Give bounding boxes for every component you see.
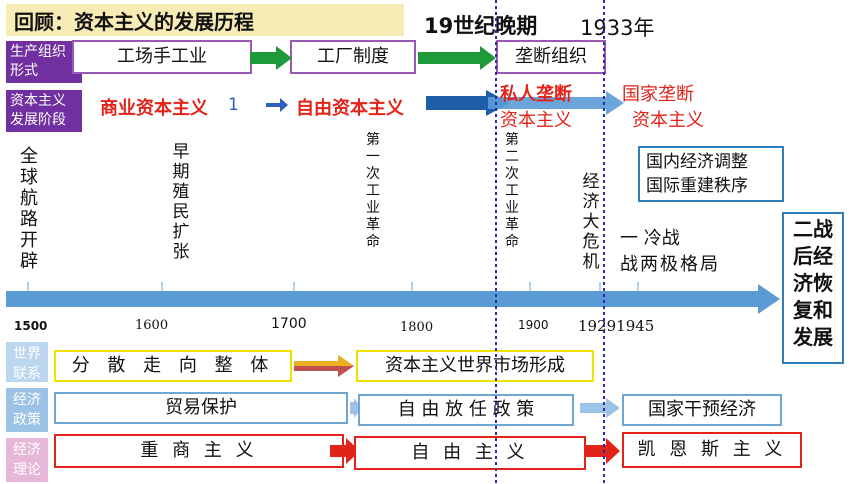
stage-private-monopoly-1: 私人垄断: [500, 84, 572, 105]
adjustment-domestic: 国内经济调整: [646, 152, 748, 172]
adjustment-international: 国际重建秩序: [646, 176, 748, 196]
stage-state-monopoly-1: 国家垄断: [622, 84, 694, 105]
row-label-policy: 经济政策: [6, 388, 48, 432]
world-market: 资本主义世界市场形成: [356, 350, 594, 382]
stage-private-monopoly-2: 资本主义: [500, 110, 572, 131]
year-1500: 1500: [14, 319, 48, 333]
postwar-line-2: 后经: [793, 244, 833, 268]
arrow-green-2: [418, 46, 496, 70]
year-1929-1945: 19291945: [578, 317, 655, 335]
world-scattered: 分 散 走 向 整 体: [54, 350, 292, 382]
dashed-line-late-19th: [495, 0, 497, 484]
event-great-depression: 经济大危机: [582, 172, 600, 272]
theory-keynesian: 凯 恩 斯 主 义: [622, 432, 802, 468]
stage-workshop: 工场手工业: [72, 40, 252, 74]
arrow-green-1: [250, 46, 292, 70]
event-exploration: 全球航路开辟: [20, 146, 38, 272]
row-label-stage: 资本主义发展阶段: [6, 90, 82, 132]
cold-war-line-1: 一 冷战: [620, 228, 680, 249]
stage-factory: 工厂制度: [290, 40, 416, 74]
policy-protection: 贸易保护: [54, 392, 348, 424]
year-1900: 1900: [518, 318, 549, 332]
postwar-line-5: 发展: [793, 325, 833, 349]
arrow-blue-small: [266, 98, 288, 112]
stage-state-monopoly-2: 资本主义: [632, 110, 704, 131]
row-label-world: 世界联系: [6, 342, 48, 382]
arrow-dark-blue: [426, 90, 624, 116]
row-label-theory: 经济理论: [6, 438, 48, 482]
timeline-arrow: [6, 282, 780, 314]
policy-intervention: 国家干预经济: [622, 394, 782, 426]
cold-war-line-2: 战两极格局: [620, 254, 720, 275]
arrow-red-1: [330, 438, 360, 464]
dashed-line-1933: [603, 0, 605, 484]
arrow-orange: [294, 355, 354, 377]
theory-liberalism: 自 由 主 义: [354, 436, 586, 470]
year-1600: 1600: [135, 318, 169, 333]
row-label-production: 生产组织形式: [6, 41, 82, 83]
event-colonial: 早期殖民扩张: [172, 142, 190, 262]
event-second-industrial-revolution: 第二次工业革命: [505, 132, 519, 250]
stage-monopoly: 垄断组织: [496, 40, 606, 74]
policy-laissez-faire: 自 由 放 任 政 策: [358, 394, 574, 426]
stage-free: 自由资本主义: [296, 98, 404, 119]
postwar-line-3: 济恢: [793, 271, 833, 295]
stage-commercial: 商业资本主义: [100, 98, 208, 119]
year-1700: 1700: [271, 316, 307, 332]
header-1933: 1933年: [580, 16, 655, 40]
postwar-line-4: 复和: [793, 298, 833, 322]
title-background: [6, 4, 404, 36]
stage-marker: 1: [228, 95, 239, 115]
adjustment-box: 国内经济调整 国际重建秩序: [638, 146, 784, 202]
postwar-box: 二战 后经 济恢 复和 发展: [782, 212, 844, 364]
theory-mercantilism: 重 商 主 义: [54, 434, 344, 468]
year-1800: 1800: [400, 320, 434, 335]
page-title: 回顾：资本主义的发展历程: [14, 10, 254, 34]
arrow-lightblue-2: [580, 398, 620, 418]
event-first-industrial-revolution: 第一次工业革命: [366, 132, 380, 250]
postwar-line-1: 二战: [793, 217, 833, 241]
arrow-lightblue-1: [350, 398, 362, 418]
header-late-19th-century: 19世纪晚期: [424, 14, 538, 38]
